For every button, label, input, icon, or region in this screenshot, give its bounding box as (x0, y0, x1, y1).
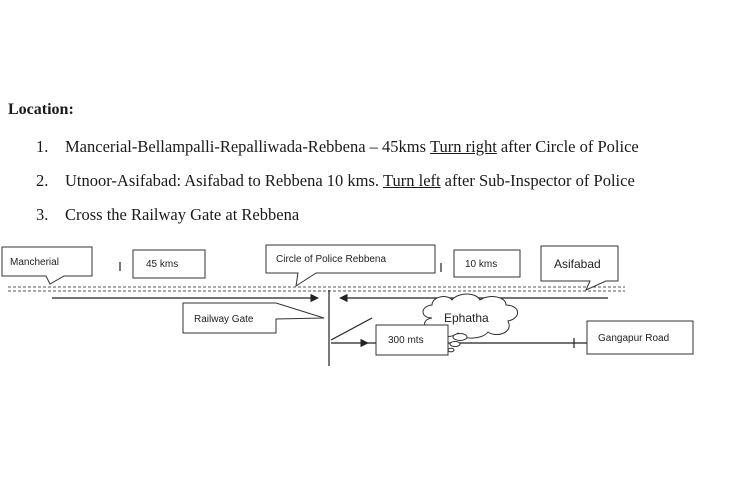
distance-45-label: 45 kms (146, 259, 178, 270)
circle-police-callout: Circle of Police Rebbena (265, 244, 436, 288)
distance-45-box: 45 kms (132, 249, 206, 279)
direction-text: Cross the Railway Gate at Rebbena (65, 205, 300, 224)
distance-300-label: 300 mts (388, 335, 424, 346)
distance-10-label: 10 kms (465, 259, 497, 270)
distance-300-box: 300 mts (375, 324, 449, 356)
directions-list: 1. Mancerial-Bellampalli-Repalliwada-Reb… (36, 137, 639, 239)
item-number: 3. (36, 205, 49, 224)
direction-text: Utnoor-Asifabad: Asifabad to Rebbena 10 … (65, 171, 380, 190)
circle-police-label: Circle of Police Rebbena (276, 254, 386, 265)
distance-10-box: 10 kms (453, 249, 521, 278)
direction-item: 3. Cross the Railway Gate at Rebbena (36, 205, 639, 239)
gangapur-road-label: Gangapur Road (598, 333, 669, 344)
direction-landmark: after Circle of Police (500, 137, 639, 156)
mancherial-label: Mancherial (10, 257, 59, 268)
railway-gate-callout: Railway Gate (182, 302, 325, 334)
item-number: 1. (36, 137, 49, 156)
turn-instruction: Turn left (383, 171, 441, 190)
direction-text: Mancerial-Bellampalli-Repalliwada-Rebben… (65, 137, 427, 156)
location-heading: Location: (8, 101, 74, 118)
gangapur-road-box: Gangapur Road (586, 320, 694, 355)
asifabad-callout: Asifabad (540, 245, 619, 291)
turn-instruction: Turn right (430, 137, 497, 156)
direction-item: 1. Mancerial-Bellampalli-Repalliwada-Reb… (36, 137, 639, 171)
railway-gate-label: Railway Gate (194, 314, 254, 325)
ephatha-label: Ephatha (444, 311, 489, 325)
item-number: 2. (36, 171, 49, 190)
mancherial-callout: Mancherial (1, 246, 93, 285)
asifabad-label: Asifabad (554, 257, 601, 271)
direction-landmark: after Sub-Inspector of Police (444, 171, 635, 190)
direction-item: 2. Utnoor-Asifabad: Asifabad to Rebbena … (36, 171, 639, 205)
road-diagonal (330, 317, 373, 341)
